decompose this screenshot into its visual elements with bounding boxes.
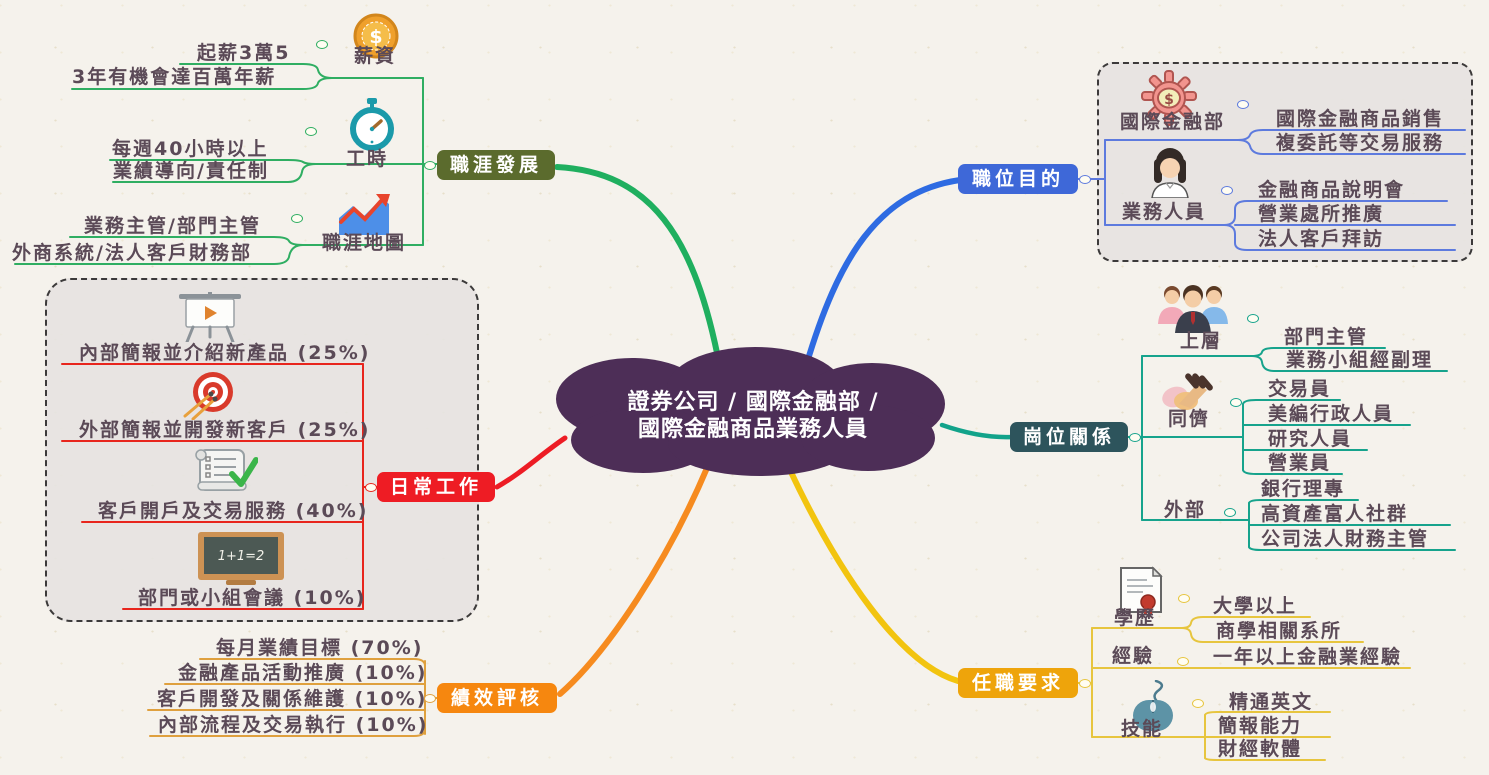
stopwatch-icon [350, 98, 394, 151]
topic-item[interactable]: 外部簡報並開發新客戶 (25%) [79, 419, 371, 441]
collapse-handle[interactable] [305, 127, 317, 136]
blackboard-text: 1+1=2 [218, 549, 265, 564]
certificate-icon [1120, 566, 1163, 615]
topic-item[interactable]: 起薪3萬5 [197, 42, 291, 64]
svg-text:$: $ [1164, 92, 1174, 108]
topic-item[interactable]: 大學以上 [1213, 595, 1298, 617]
chart-icon [339, 194, 390, 235]
collapse-handle[interactable] [1079, 679, 1091, 688]
topic-item[interactable]: 業績導向/責任制 [113, 160, 269, 182]
central-topic-line1: 證券公司 / 國際金融部 / [627, 390, 879, 415]
svg-text:$: $ [369, 26, 382, 48]
mouse-icon [1133, 680, 1173, 731]
subtopic-peers[interactable]: 同儕 [1168, 408, 1211, 430]
subtopic-hours[interactable]: 工時 [346, 148, 389, 170]
collapse-handle[interactable] [1230, 398, 1242, 407]
topic-item[interactable]: 外商系統/法人客戶財務部 [12, 242, 252, 264]
node-position-purpose[interactable]: 職位目的 [958, 164, 1078, 194]
team-icon [1158, 285, 1228, 333]
topic-item[interactable]: 商學相關系所 [1216, 620, 1343, 642]
subtopic-experience[interactable]: 經驗 [1112, 645, 1155, 667]
node-daily-work[interactable]: 日常工作 [377, 472, 495, 502]
collapse-handle[interactable] [316, 40, 328, 49]
topic-item[interactable]: 複委託等交易服務 [1276, 132, 1445, 154]
collapse-handle[interactable] [424, 161, 436, 170]
topic-item[interactable]: 銀行理專 [1261, 478, 1346, 500]
subtopic-external[interactable]: 外部 [1164, 499, 1207, 521]
topic-item[interactable]: 國際金融商品銷售 [1276, 108, 1445, 130]
collapse-handle[interactable] [1247, 314, 1259, 323]
topic-item[interactable]: 部門或小組會議 (10%) [138, 587, 367, 609]
subtopic-education[interactable]: 學歷 [1114, 607, 1157, 629]
blackboard-icon: 1+1=2 [198, 532, 284, 585]
topic-item[interactable]: 簡報能力 [1218, 715, 1303, 737]
topic-item[interactable]: 精通英文 [1229, 691, 1314, 713]
subtopic-superiors[interactable]: 上層 [1180, 330, 1223, 352]
topic-item[interactable]: 法人客戶拜訪 [1258, 228, 1385, 250]
topic-item[interactable]: 財經軟體 [1218, 738, 1303, 760]
collapse-handle[interactable] [1129, 433, 1141, 442]
topic-item[interactable]: 業務主管/部門主管 [84, 215, 261, 237]
gear-icon: $ [1141, 70, 1197, 126]
topic-item[interactable]: 交易員 [1268, 378, 1332, 400]
topic-item[interactable]: 營業處所推廣 [1258, 203, 1385, 225]
node-performance-review[interactable]: 績效評核 [437, 683, 557, 713]
handshake-icon [1162, 373, 1213, 410]
collapse-handle[interactable] [1192, 699, 1204, 708]
topic-item[interactable]: 公司法人財務主管 [1261, 528, 1430, 550]
topic-item[interactable]: 研究人員 [1268, 428, 1353, 450]
checklist-icon [195, 449, 258, 491]
collapse-handle[interactable] [291, 214, 303, 223]
topic-item[interactable]: 內部流程及交易執行 (10%) [158, 714, 429, 736]
topic-item[interactable]: 客戶開發及關係維護 (10%) [157, 688, 428, 710]
businesswoman-icon [1151, 148, 1189, 198]
target-icon [183, 372, 233, 420]
topic-item[interactable]: 每週40小時以上 [112, 138, 269, 160]
collapse-handle[interactable] [1237, 100, 1249, 109]
coin-icon: $ [353, 13, 399, 59]
topic-item[interactable]: 一年以上金融業經驗 [1213, 646, 1403, 668]
node-position-relations[interactable]: 崗位關係 [1010, 422, 1128, 452]
topic-item[interactable]: 高資產富人社群 [1261, 503, 1409, 525]
collapse-handle[interactable] [365, 483, 377, 492]
topic-item[interactable]: 美編行政人員 [1268, 403, 1395, 425]
collapse-handle[interactable] [424, 694, 436, 703]
central-topic-line2: 國際金融商品業務人員 [637, 417, 868, 442]
collapse-handle[interactable] [1177, 657, 1189, 666]
topic-item[interactable]: 內部簡報並介紹新產品 (25%) [79, 342, 371, 364]
subtopic-career-map[interactable]: 職涯地圖 [322, 232, 407, 254]
subtopic-salary[interactable]: 薪資 [354, 45, 397, 67]
node-career-development[interactable]: 職涯發展 [437, 150, 555, 180]
topic-item[interactable]: 營業員 [1268, 452, 1332, 474]
subtopic-intl-finance-dept[interactable]: 國際金融部 [1120, 111, 1226, 133]
topic-item[interactable]: 客戶開戶及交易服務 (40%) [98, 500, 369, 522]
collapse-handle[interactable] [1178, 594, 1190, 603]
central-topic[interactable]: 證券公司 / 國際金融部 / 國際金融商品業務人員 [555, 389, 951, 443]
collapse-handle[interactable] [1224, 508, 1236, 517]
presentation-icon [179, 292, 241, 342]
topic-item[interactable]: 每月業績目標 (70%) [216, 637, 424, 659]
subtopic-skills[interactable]: 技能 [1121, 718, 1164, 740]
topic-item[interactable]: 3年有機會達百萬年薪 [72, 66, 277, 88]
collapse-handle[interactable] [1079, 175, 1091, 184]
collapse-handle[interactable] [1221, 186, 1233, 195]
node-job-requirements[interactable]: 任職要求 [958, 668, 1078, 698]
topic-item[interactable]: 部門主管 [1284, 326, 1369, 348]
topic-item[interactable]: 金融產品活動推廣 (10%) [178, 662, 428, 684]
topic-item[interactable]: 金融商品說明會 [1258, 179, 1406, 201]
topic-item[interactable]: 業務小組經副理 [1286, 349, 1434, 371]
subtopic-sales-staff[interactable]: 業務人員 [1122, 201, 1207, 223]
